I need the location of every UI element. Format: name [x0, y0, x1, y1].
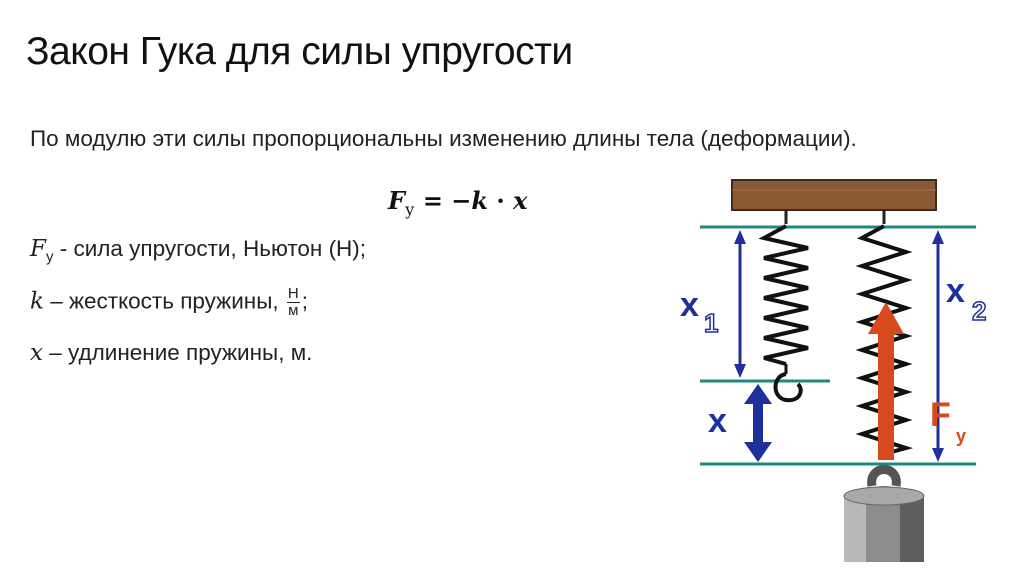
def-symbol-x: x [30, 340, 43, 366]
formula-x: x [513, 186, 528, 215]
formula-f: F [388, 186, 406, 215]
force-arrow-shaft [878, 330, 894, 460]
x1-arrow-bottom [734, 364, 746, 378]
hooke-formula: Fу = −k · x [388, 186, 527, 219]
weight-shadow [900, 496, 924, 562]
frac-numerator: Н [286, 285, 300, 303]
weight-top [843, 486, 925, 506]
label-force: F [930, 396, 951, 434]
def-stiffness-text: – жесткость пружины, [43, 288, 285, 314]
x2-arrow-bottom [932, 448, 944, 462]
label-x2: x [946, 272, 965, 310]
definition-extension: x – удлинение пружины, м. [30, 340, 312, 366]
label-x1-sub: 1 [704, 308, 718, 338]
formula-dot: · [488, 186, 514, 215]
body-paragraph: По модулю эти силы пропорциональны измен… [30, 126, 857, 151]
frac-denominator: м [288, 302, 299, 319]
label-x2-sub: 2 [972, 296, 986, 326]
definition-force: Fу - сила упругости, Ньютон (Н); [30, 236, 366, 266]
def-symbol-k: k [30, 288, 44, 315]
x2-arrow-top [932, 230, 944, 244]
def-symbol-f-sub: у [45, 248, 54, 266]
x1-arrow-top [734, 230, 746, 244]
def-force-text: - сила упругости, Ньютон (Н); [53, 236, 367, 261]
wooden-board [731, 179, 937, 211]
force-arrow-head [868, 302, 904, 334]
formula-k: k [471, 186, 489, 215]
def-stiffness-after: ; [301, 288, 308, 314]
formula-f-sub: у [405, 199, 415, 219]
def-symbol-f: F [30, 236, 46, 262]
page-title: Закон Гука для силы упругости [26, 30, 573, 73]
spring-diagram: x 1 x 2 x F у [680, 179, 987, 562]
weight-handle [867, 465, 901, 487]
label-x1: x [680, 286, 699, 324]
formula-eq: = − [414, 186, 472, 215]
spring1-coil [758, 224, 809, 366]
weight-highlight [844, 496, 866, 562]
x-arrow-shaft [753, 400, 763, 446]
x-arrow-bottom [744, 442, 772, 462]
label-force-sub: у [956, 426, 966, 446]
x-arrow-top [744, 384, 772, 404]
label-x: x [708, 402, 727, 440]
spring1-bottom-hook [773, 372, 803, 403]
def-extension-text: – удлинение пружины, м. [42, 340, 313, 365]
